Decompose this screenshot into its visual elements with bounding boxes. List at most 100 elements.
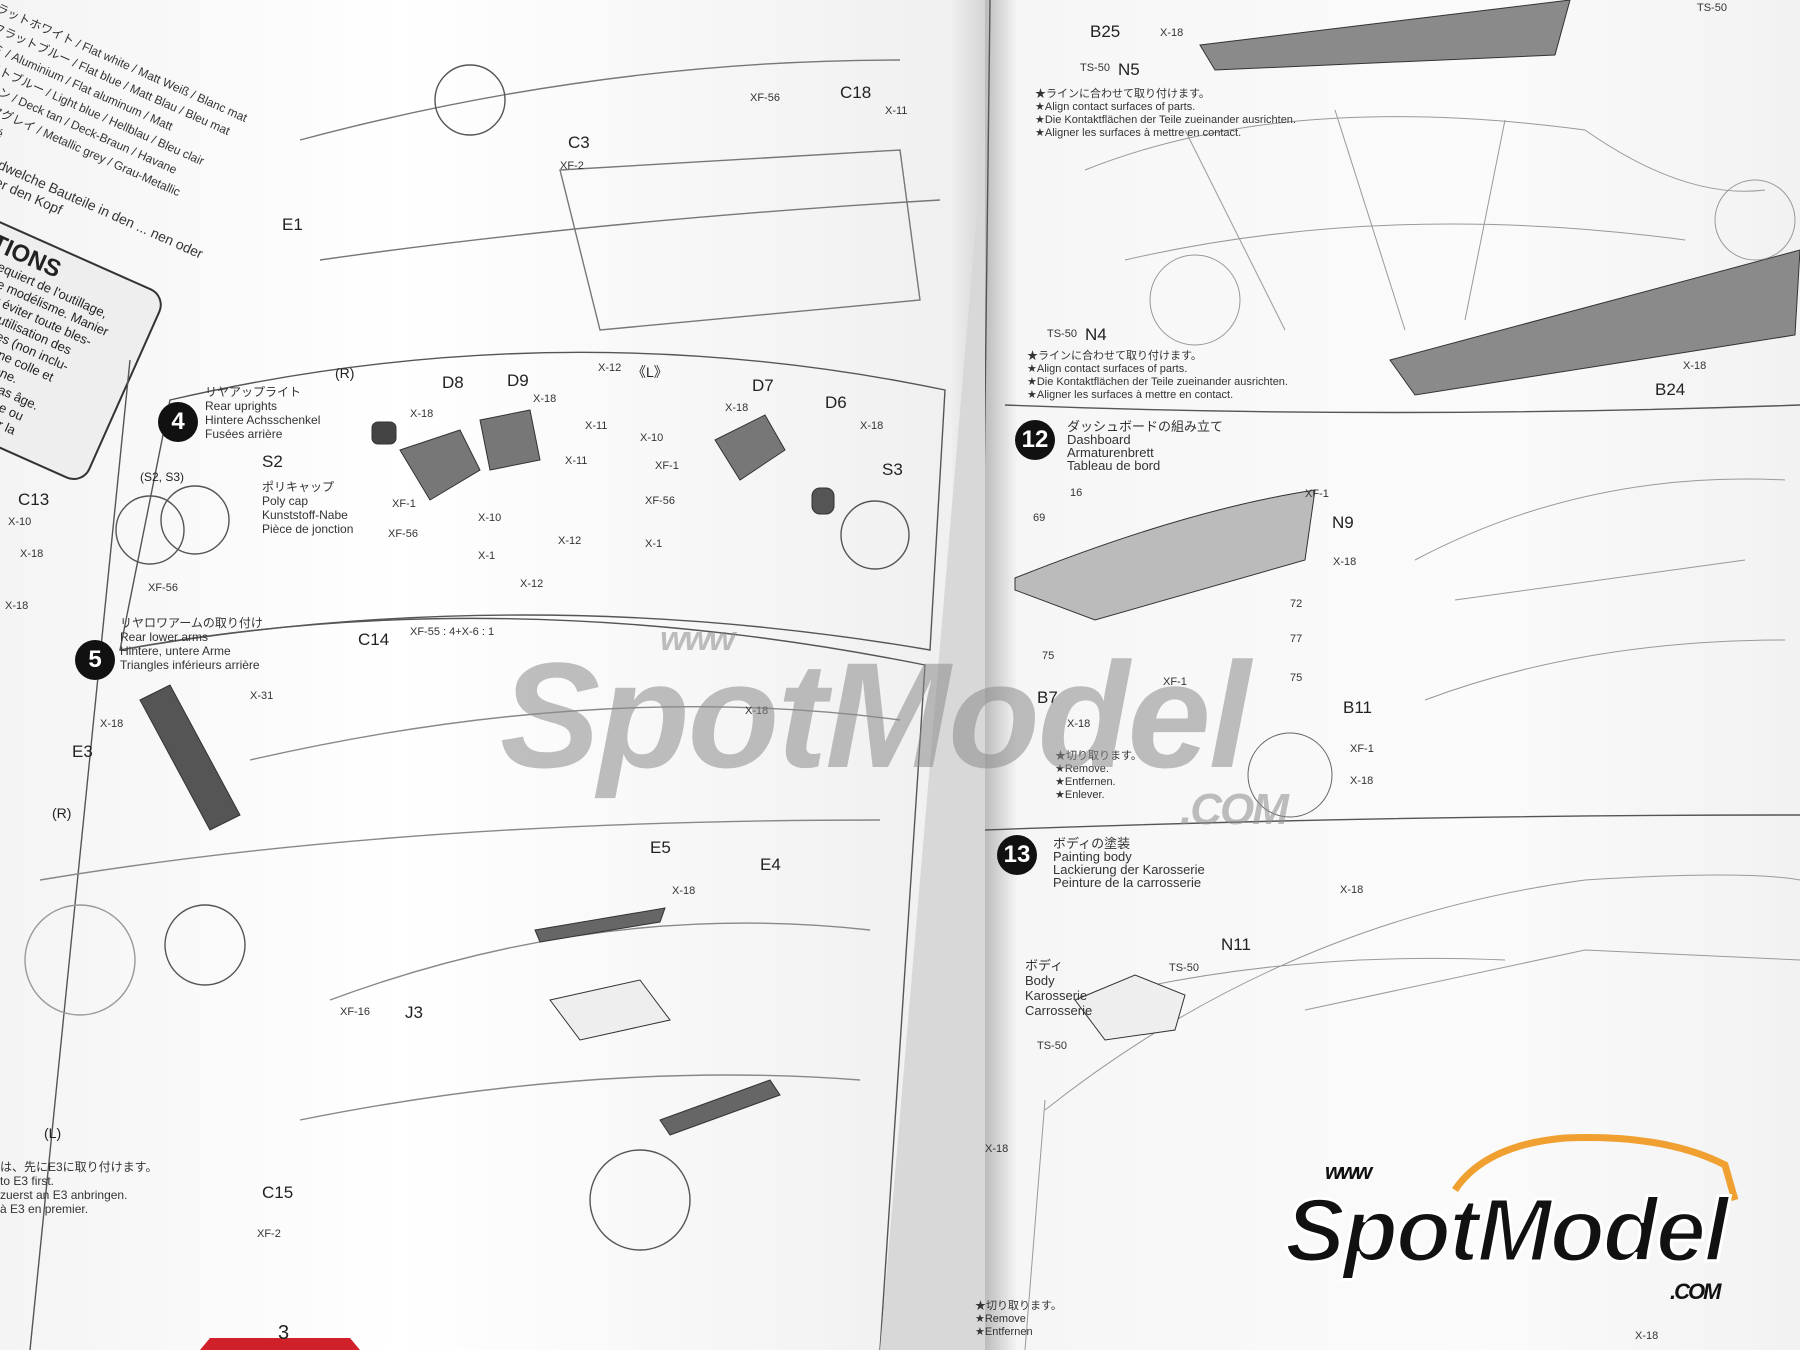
dashboard-part-n9 [1014,489,1316,621]
part-n11 [1074,974,1186,1041]
part-label: J3 [405,1003,423,1022]
paint-code: X-18 [1683,360,1707,372]
paint-code: X-11 [585,420,608,432]
paint-code: X-12 [520,578,544,590]
part-label: D8 [442,373,464,392]
paint-code: X-11 [885,105,908,117]
note-line: à E3 en premier. [0,1202,89,1216]
title-line: Lackierung der Karosserie [1053,862,1205,877]
logo-brand: SpotModel [1284,1181,1731,1281]
part-label: 《L》 [632,364,668,380]
title-line: Triangles inférieurs arrière [120,658,260,672]
part-label: D6 [825,393,847,412]
right-instruction-page: ★ラインに合わせて取り付けます。 ★Align contact surfaces… [975,0,1800,1350]
body-line: ボディ [1025,958,1064,973]
paint-code: XF-56 [645,495,675,507]
title-line: リヤロワアームの取り付け [120,616,263,630]
title-line: ボディの塗装 [1053,836,1131,851]
paint-code: X-12 [598,362,622,374]
note-line: ★Aligner les surfaces à mettre en contac… [1035,127,1242,139]
paint-code: XF-56 [148,582,178,594]
paint-code: X-18 [1635,1330,1659,1342]
paint-code: XF-1 [1305,488,1329,500]
paint-code: XF-1 [1350,743,1374,755]
title-line: Painting body [1053,849,1132,864]
title-line: リヤアップライト [205,385,302,399]
left-instruction-page: ● フラットホワイト / Flat white / Matt Weiß / Bl… [0,0,995,1350]
cover-edge [200,1338,360,1350]
logo-car-outline-icon [1452,1134,1739,1201]
paint-code: XF-1 [655,460,679,472]
title-line: Rear lower arms [120,630,209,644]
paint-code: X-18 [745,705,769,717]
paint-code: XF-2 [257,1228,281,1240]
part-label: D9 [507,371,529,390]
step-4-badge: 4 [158,402,198,442]
note-line: zuerst an E3 anbringen. [0,1188,128,1202]
callout-number: 75 [1290,672,1303,684]
note-line: ★ラインに合わせて取り付けます。 [1035,88,1210,100]
paint-code: X-31 [250,690,274,702]
callout-number: 16 [1070,487,1083,499]
paint-code: TS-50 [1037,1040,1067,1052]
paint-code: TS-50 [1169,962,1199,974]
poly-cap-line: ポリキャップ [262,480,335,494]
align-note-bottom: ★ラインに合わせて取り付けます。 ★Align contact surfaces… [1027,350,1288,402]
note-line: ★Align contact surfaces of parts. [1035,101,1196,113]
part-label: D7 [752,376,774,395]
page-number: 3 [278,1322,290,1344]
note-line: ★Aligner les surfaces à mettre en contac… [1027,389,1234,401]
paint-code: XF-16 [340,1006,370,1018]
paint-code: X-18 [725,402,749,414]
part-label: B11 [1343,698,1372,717]
paint-code: X-12 [558,535,582,547]
step-4-title: リヤアップライト Rear uprights Hintere Achsschen… [205,385,320,441]
remove-note-13: ★切り取ります。 ★Remove ★Entfernen [975,1300,1062,1339]
part-b25 [1199,0,1571,71]
paint-code: X-18 [1333,556,1357,568]
callout-number: 75 [1042,650,1055,662]
paint-code: X-11 [565,455,588,467]
paint-code: X-18 [100,718,124,730]
part-label: (S2, S3) [140,470,185,484]
paint-code: X-18 [1160,27,1184,39]
part-label: B25 [1090,22,1121,41]
paint-code: X-18 [20,548,44,560]
note-line: to E3 first. [0,1174,55,1188]
paint-code: XF-1 [1163,676,1187,688]
callout-number: 77 [1290,633,1303,645]
part-label: N9 [1332,513,1354,532]
note-line: ★Remove. [1055,763,1109,775]
title-line: ダッシュボードの組み立て [1067,419,1224,434]
step-5-notes: は、先にE3に取り付けます。 to E3 first. zuerst an E3… [0,1160,157,1216]
paint-code: XF-1 [392,498,416,510]
note-line: ★Die Kontaktflächen der Teile zueinander… [1035,114,1296,126]
callout-number: 72 [1290,598,1303,610]
logo-suffix: .COM [1670,1279,1721,1304]
part-label: C3 [568,133,590,152]
paint-code: X-18 [1340,884,1364,896]
step-5-title: リヤロワアームの取り付け Rear lower arms Hintere, un… [120,616,263,672]
note-line: は、先にE3に取り付けます。 [0,1160,158,1174]
part-e3 [139,684,241,831]
note-line: ★切り取ります。 [1055,750,1142,762]
paint-code: TS-50 [1697,2,1727,14]
paint-code: X-18 [1067,718,1091,730]
title-line: Tableau de bord [1067,458,1161,473]
part-label: C13 [18,490,50,509]
remove-note-12: ★切り取ります。 ★Remove. ★Entfernen. ★Enlever. [1055,750,1142,802]
poly-cap-note-left: ポリキャップ Poly cap Kunststoff-Nabe Pièce de… [262,480,353,536]
step-12-badge: 12 [1015,420,1055,460]
paint-code: TS-50 [1047,328,1077,340]
title-line: Rear uprights [205,399,278,413]
step12-panel-border [1004,404,1800,414]
assembly-drawings-right [985,0,1800,1350]
part-b24 [1389,249,1800,396]
paint-code: XF-2 [560,160,584,172]
body-label: ボディ Body Karosserie Carrosserie [1025,958,1092,1018]
part-label: E3 [72,742,93,761]
part-label: (R) [52,805,72,821]
callout-number: 69 [1033,512,1046,524]
paint-code: X-10 [8,516,32,528]
note-line: ★Entfernen. [1055,776,1116,788]
